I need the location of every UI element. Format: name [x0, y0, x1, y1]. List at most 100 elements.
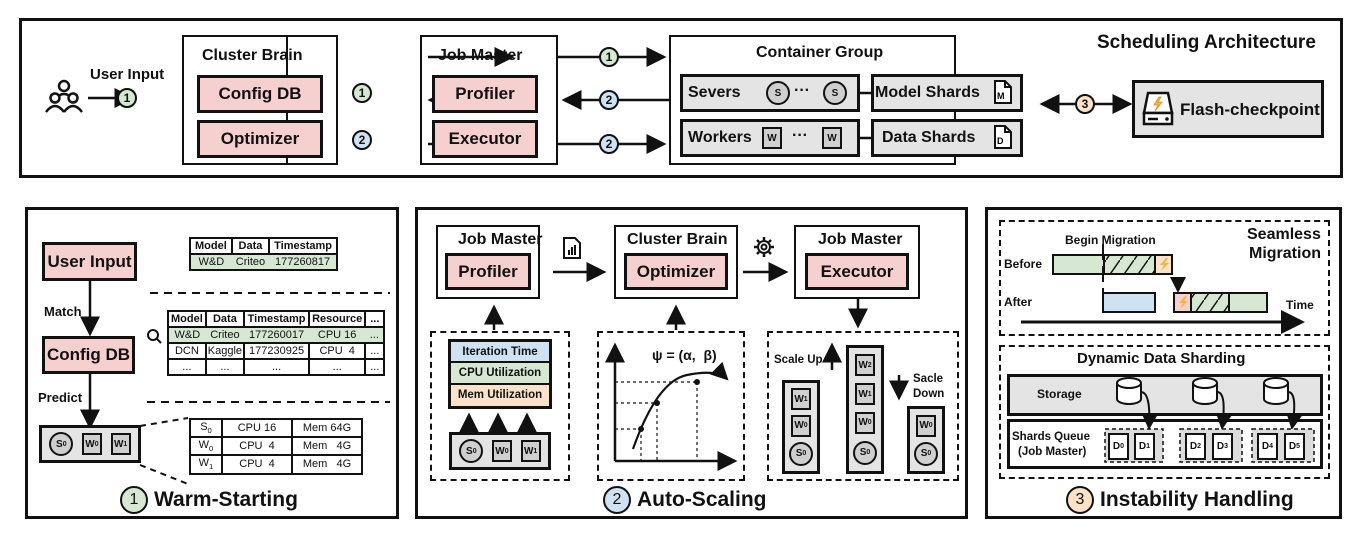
as-profiler-box: Profiler: [445, 253, 531, 290]
database-icon: [1116, 377, 1142, 405]
executor-box: Executor: [432, 120, 538, 158]
db-cell: ...: [364, 358, 386, 376]
db-row: DCN Kaggle 177230925 CPU 4 ...: [167, 342, 386, 360]
step-1-badge: 1: [117, 88, 137, 108]
svg-text:M: M: [997, 91, 1005, 101]
curve: [631, 361, 729, 450]
resource-table: S0 CPU 16 Mem 64G W0 CPU 4 Mem 4G W1 CPU…: [189, 417, 363, 475]
instability-handling-label: Instability Handling: [1100, 488, 1294, 511]
workers-label: Workers: [688, 129, 752, 146]
migration-timeline: [1021, 244, 1305, 334]
step-3-icon: 3: [1066, 486, 1094, 514]
db-header: ...: [364, 310, 386, 328]
db-cell: Criteo: [205, 326, 245, 344]
db-cell: CPU 16: [309, 326, 366, 344]
seamless-migration-region: [999, 220, 1330, 336]
db-cell: ...: [167, 358, 207, 376]
dynamic-data-sharding-region: [999, 345, 1330, 479]
model-shards-label: Model Shards: [875, 84, 980, 101]
container-group-title: Container Group: [756, 44, 884, 61]
report-icon: [563, 237, 581, 259]
step-3-badge: 3: [1075, 94, 1095, 114]
curve-point: [654, 400, 660, 406]
db-cell: W&D: [167, 326, 206, 344]
scale-down-label-2: Down: [913, 388, 945, 400]
scaling-region: [767, 331, 959, 481]
metric-iteration-time: Iteration Time: [451, 342, 549, 363]
time-label: Time: [1286, 298, 1314, 312]
before-migration-segment: [1103, 254, 1156, 275]
shard-connectors: [860, 91, 872, 140]
servers-ellipsis: ···: [794, 82, 810, 99]
server-icon: S: [766, 81, 790, 105]
storage-label: Storage: [1037, 387, 1082, 401]
shards-queue-label-2: (Job Master): [1018, 446, 1087, 458]
worker-icon: W: [822, 127, 842, 149]
curve-region: [597, 331, 745, 481]
job-master-title: Job Master: [438, 47, 523, 64]
resource-row: W1 CPU 4 Mem 4G: [189, 454, 363, 475]
shard-flow-arrow: [1140, 391, 1158, 430]
step-2-badge-jm-in: 2: [599, 90, 619, 110]
failure-flash-icon: [1160, 258, 1169, 271]
predict-label: Predict: [38, 390, 83, 405]
step-2-badge-jm-out: 2: [599, 134, 619, 154]
db-header: Timestamp: [243, 310, 311, 328]
ws-flow-arrows: [80, 281, 390, 485]
after-migration-segment: [1190, 292, 1230, 313]
db-header: Data: [204, 310, 246, 328]
dds-title: Dynamic Data Sharding: [1077, 350, 1246, 367]
gear-icon: [754, 237, 774, 257]
query-cell: Criteo: [231, 253, 270, 271]
metrics-stack: Iteration Time CPU Utilization Mem Utili…: [448, 339, 552, 409]
resource-cell: CPU 16: [221, 417, 293, 439]
instability-handling-title: 3 Instability Handling: [1066, 486, 1294, 514]
auto-scaling-title: 2 Auto-Scaling: [603, 486, 767, 514]
query-header-timestamp: Timestamp: [268, 237, 338, 255]
step-1-badge-cb: 1: [352, 83, 372, 103]
metrics-region: [430, 331, 570, 481]
performance-curve-plot: [605, 342, 738, 471]
flash-checkpoint-label: Flash-checkpoint: [1180, 100, 1320, 119]
db-header: Model: [167, 310, 207, 328]
cluster-brain-frame: [182, 35, 338, 165]
job-master-box: [420, 35, 558, 165]
search-icon: [147, 329, 162, 344]
begin-migration-label: Begin Migration: [1065, 233, 1156, 247]
scale-down-label-1: Sacle: [913, 373, 944, 385]
query-cell: 177260817: [269, 253, 338, 271]
curve-point: [694, 379, 700, 385]
resource-cell: CPU 4: [221, 454, 293, 475]
db-cell: ...: [365, 326, 386, 344]
resource-cell: Mem 64G: [291, 417, 363, 439]
step-1-badge-jm: 1: [599, 47, 619, 67]
config-db-box: Config DB: [197, 75, 323, 113]
as-optimizer-box: Optimizer: [624, 253, 728, 290]
resource-row: S0 CPU 16 Mem 64G: [189, 417, 363, 439]
server-icon: S: [823, 81, 847, 105]
resource-cell: W1: [189, 454, 223, 475]
database-icon: [1192, 377, 1218, 405]
scale-up-label: Scale Up: [774, 354, 823, 366]
after-standby-segment: [1102, 292, 1156, 313]
as-executor-box: Executor: [805, 253, 909, 290]
storage-shards-graphic: [1104, 377, 1315, 463]
